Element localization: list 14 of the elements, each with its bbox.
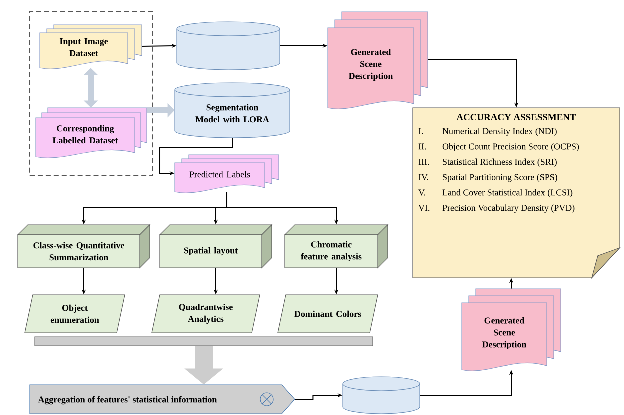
merge-bar [34, 336, 374, 346]
aggregation-banner: Aggregation of features' statistical information [30, 384, 296, 414]
output-parallelogram: Quadrantwise Analytics [152, 294, 260, 334]
document-stack: Input Image Dataset [40, 24, 142, 70]
document-stack: Generated Scene Description [462, 288, 562, 372]
document-stack: Predicted Labels [174, 154, 280, 194]
output-parallelogram: Object enumeration [24, 294, 126, 334]
dashed-group-box [30, 12, 154, 176]
output-parallelogram: Dominant Colors [278, 294, 378, 334]
document-stack: Corresponding Labelled Dataset [36, 108, 148, 158]
database-cylinder [342, 376, 420, 414]
document-stack: Generated Scene Description [328, 12, 428, 110]
database-cylinder: Segmentation Model with LORA [174, 82, 290, 138]
database-cylinder [176, 22, 280, 70]
